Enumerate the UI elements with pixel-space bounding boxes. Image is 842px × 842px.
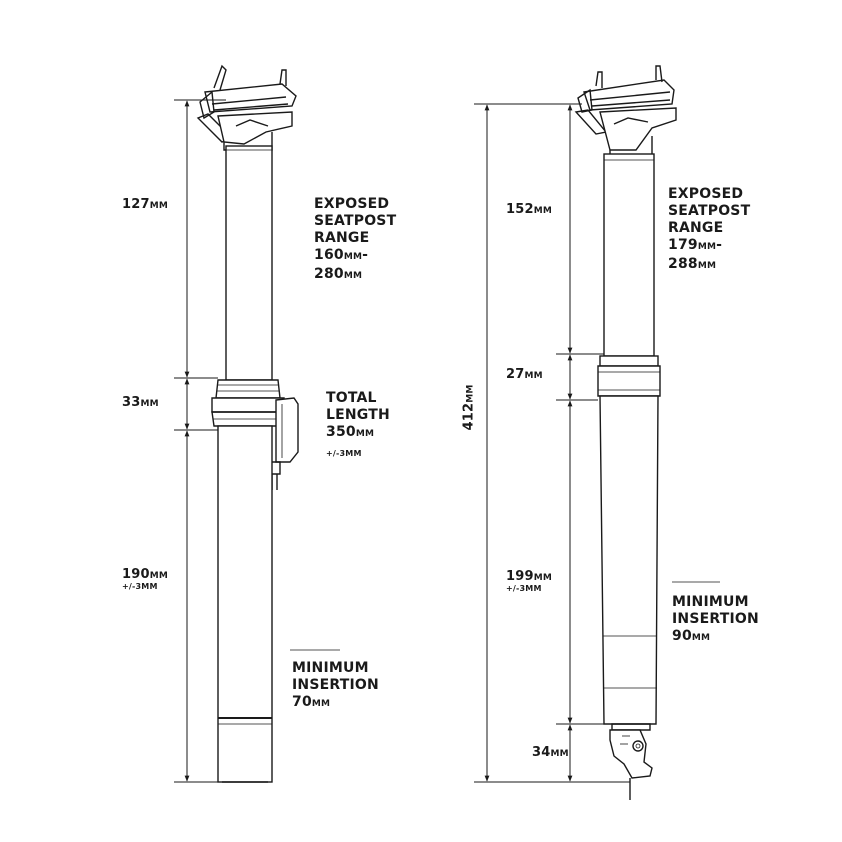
left-exposed-range-text: EXPOSED SEATPOST RANGE 160MM- 280MM: [314, 196, 397, 282]
right-collar: [597, 355, 661, 397]
right-bottom-actuator: [609, 723, 653, 800]
right-dim-lower-label: 199MM +/-3MM: [506, 569, 553, 593]
right-dim-upper-label: 152MM: [506, 202, 553, 217]
left-dim-lower-tolerance: +/-3MM: [122, 582, 158, 591]
left-saddle-clamp: [196, 64, 297, 151]
right-overall-length-label: 412MM: [461, 384, 477, 431]
right-dimension-lines: [474, 103, 720, 783]
right-dim-collar-label: 27MM: [506, 367, 543, 382]
left-dim-upper-label: 127MM: [122, 197, 169, 212]
right-saddle-clamp: [574, 65, 677, 157]
left-total-length-text: TOTAL LENGTH 350MM +/-3MM: [326, 390, 390, 462]
left-dimension-lines: [174, 99, 340, 783]
left-stanchion: [225, 145, 273, 381]
right-dim-lower-tolerance: +/-3MM: [506, 584, 542, 593]
left-dim-collar-label: 33MM: [122, 395, 159, 410]
right-lower-body: [599, 395, 659, 725]
right-stanchion: [603, 153, 655, 357]
left-total-tolerance: +/-3MM: [326, 449, 362, 458]
right-exposed-range-text: EXPOSED SEATPOST RANGE 179MM- 288MM: [668, 186, 751, 272]
right-dim-bottom-label: 34MM: [532, 745, 569, 760]
left-seatpost-drawing: [196, 64, 299, 783]
left-cable-actuator: [269, 397, 299, 490]
right-seatpost-drawing: [574, 65, 677, 800]
left-lower-body: [217, 425, 273, 783]
left-collar: [211, 379, 285, 427]
left-dim-lower-label: 190MM +/-3MM: [122, 567, 169, 591]
left-min-insertion-text: MINIMUM INSERTION 70MM: [292, 660, 379, 710]
right-min-insertion-text: MINIMUM INSERTION 90MM: [672, 594, 759, 644]
